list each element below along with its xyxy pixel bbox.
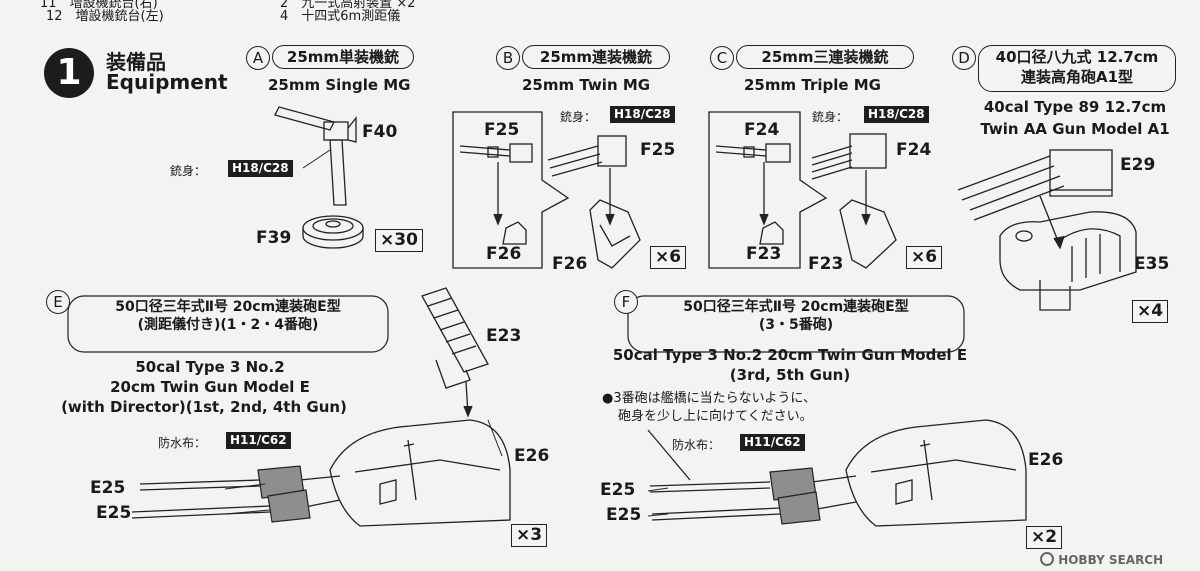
section-d-title-en-line1: 40cal Type 89 12.7cm	[983, 98, 1167, 116]
section-f-badge: F	[614, 290, 638, 314]
section-a-color-tag: H18/C28	[228, 160, 293, 177]
part-label-f23: F23	[808, 254, 844, 274]
section-a-barrel-label: 銃身：	[170, 164, 207, 178]
section-f-title-jp-line2: (3・5番砲)	[758, 317, 834, 333]
section-a-title-en: 25mm Single MG	[268, 76, 411, 94]
part-label-f26-inset: F26	[486, 244, 522, 264]
section-e-title-en-line3: (with Director)(1st, 2nd, 4th Gun)	[61, 398, 347, 416]
watermark: HOBBY SEARCH	[1040, 552, 1163, 567]
blast-bag-lower-f	[777, 491, 821, 525]
header-row-1-left: 11 増設機銃台(右)	[40, 0, 158, 11]
part-label-e35: E35	[1134, 254, 1170, 274]
header-row-1-right: 2 九一式高射装置 ×2	[280, 0, 416, 11]
section-f-title-jp: 50口径三年式Ⅱ号 20cm連装砲E型 (3・5番砲)	[636, 298, 956, 334]
twin-mg-callout-box	[452, 111, 570, 269]
section-e-quantity: ×3	[511, 524, 548, 547]
part-label-f39: F39	[256, 228, 292, 248]
section-d-badge: D	[952, 46, 976, 70]
step-title-jp: 装備品	[106, 50, 166, 74]
section-f-title-en-line2: (3rd, 5th Gun)	[729, 366, 851, 384]
part-label-e25-f-lower: E25	[606, 505, 642, 525]
part-label-e29: E29	[1120, 155, 1156, 175]
single-mg-drawing	[274, 106, 364, 249]
section-d-title-jp-line2: 連装高角砲A1型	[1020, 68, 1134, 86]
part-label-f25-inset: F25	[484, 120, 520, 140]
step-number-badge: 1	[44, 48, 94, 98]
step-title-en: Equipment	[106, 70, 228, 94]
section-f-color-tag: H11/C62	[740, 434, 805, 451]
part-label-e25-lower: E25	[96, 503, 132, 523]
section-e-title-jp-line2: (測距儀付き)(1・2・4番砲)	[137, 317, 319, 333]
part-label-e25-upper: E25	[90, 478, 126, 498]
section-f-title-jp-line1: 50口径三年式Ⅱ号 20cm連装砲E型	[683, 299, 909, 315]
watermark-logo-icon	[1040, 552, 1054, 566]
header-row-2-left: 12 増設機銃台(左)	[46, 9, 164, 24]
turret-e-drawing	[131, 419, 511, 527]
part-label-f23-inset: F23	[746, 244, 782, 264]
part-label-f40: F40	[362, 122, 398, 142]
section-e-cover-label: 防水布：	[158, 436, 207, 450]
part-label-f24-inset: F24	[744, 120, 780, 140]
section-e-title-jp-line1: 50口径三年式Ⅱ号 20cm連装砲E型	[115, 299, 341, 315]
part-label-e23: E23	[486, 326, 522, 346]
section-e-badge: E	[46, 290, 70, 314]
section-e-color-tag: H11/C62	[226, 432, 291, 449]
section-f-cover-label: 防水布：	[672, 438, 721, 452]
director-drawing	[421, 287, 489, 418]
section-c-color-tag: H18/C28	[864, 106, 929, 123]
section-d-title-jp-line1: 40口径八九式 12.7cm	[995, 48, 1159, 66]
section-b-badge: B	[496, 46, 520, 70]
section-f-quantity: ×2	[1026, 526, 1063, 549]
section-c-title-en: 25mm Triple MG	[744, 76, 881, 94]
header-row-2-right: 4 十四式6m測距儀	[280, 9, 401, 24]
blast-bag-lower-e	[267, 489, 311, 523]
section-e-title-en-line1: 50cal Type 3 No.2	[135, 358, 285, 376]
section-b-color-tag: H18/C28	[610, 106, 675, 123]
section-d-title-en-line2: Twin AA Gun Model A1	[980, 120, 1170, 138]
section-d-title-jp: 40口径八九式 12.7cm 連装高角砲A1型	[978, 45, 1176, 92]
section-f-note-line1: ●3番砲は艦橋に当たらないように、	[602, 391, 816, 406]
section-b-barrel-label: 銃身：	[560, 110, 597, 124]
section-a-title-jp: 25mm単装機銃	[272, 45, 414, 69]
aa-gun-drawing	[957, 149, 1137, 311]
turret-f-drawing	[647, 419, 1027, 527]
triple-mg-callout-box	[708, 111, 828, 269]
section-c-title-jp: 25mm三連装機銃	[736, 45, 914, 69]
triple-mg-drawing	[715, 133, 897, 269]
part-label-e26-f: E26	[1028, 450, 1064, 470]
watermark-text: HOBBY SEARCH	[1058, 553, 1164, 567]
section-b-title-jp: 25mm連装機銃	[522, 45, 670, 69]
section-e-title-en-line2: 20cm Twin Gun Model E	[110, 378, 310, 396]
part-label-e26: E26	[514, 446, 550, 466]
section-c-badge: C	[710, 46, 734, 70]
section-d-quantity: ×4	[1132, 300, 1169, 323]
section-b-quantity: ×6	[650, 246, 687, 269]
part-label-f26: F26	[552, 254, 588, 274]
twin-mg-drawing	[459, 135, 641, 269]
section-f-title-en-line1: 50cal Type 3 No.2 20cm Twin Gun Model E	[612, 346, 968, 364]
section-f-note-line2: 砲身を少し上に向けてください。	[618, 409, 813, 424]
section-c-quantity: ×6	[906, 246, 943, 269]
section-b-title-en: 25mm Twin MG	[522, 76, 651, 94]
section-a-quantity: ×30	[375, 229, 423, 252]
part-label-f24: F24	[896, 140, 932, 160]
section-e-title-jp: 50口径三年式Ⅱ号 20cm連装砲E型 (測距儀付き)(1・2・4番砲)	[78, 298, 378, 334]
section-c-barrel-label: 銃身：	[812, 110, 849, 124]
part-label-e25-f-upper: E25	[600, 480, 636, 500]
section-a-badge: A	[246, 46, 270, 70]
part-label-f25: F25	[640, 140, 676, 160]
